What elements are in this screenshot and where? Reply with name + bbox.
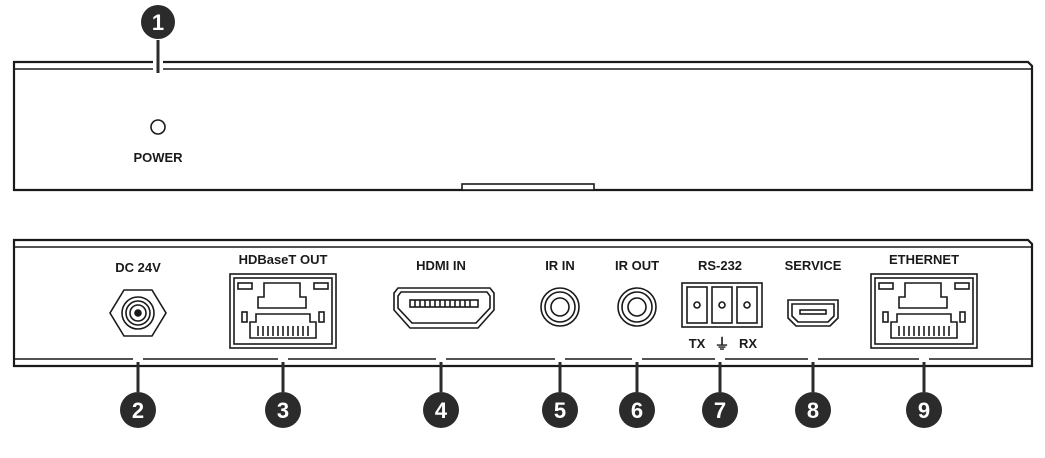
callout-6: 6 (619, 392, 655, 428)
port-label-ir-out: IR OUT (615, 258, 659, 273)
port-label-rs232: RS-232 (698, 258, 742, 273)
callout-number: 2 (132, 398, 144, 423)
front-panel: 1 POWER (12, 5, 1034, 192)
power-led-icon (150, 119, 166, 135)
rj45-port-icon (229, 273, 337, 349)
callout-number: 8 (807, 398, 819, 423)
callout-leaders (133, 356, 929, 392)
port-label-ethernet: ETHERNET (889, 252, 959, 267)
callout-number: 3 (277, 398, 289, 423)
ground-symbol-icon: ⏚ (714, 336, 729, 353)
callout-number: 7 (714, 398, 726, 423)
hdmi-port-icon (393, 287, 495, 329)
rs232-tx-label: TX (689, 336, 706, 351)
port-label-dc: DC 24V (115, 260, 161, 275)
callout-number: 4 (435, 398, 448, 423)
callout-1: 1 (141, 5, 175, 39)
ir-out-jack-icon (617, 287, 657, 327)
power-label: POWER (133, 150, 183, 165)
callout-7: 7 (702, 392, 738, 428)
ethernet-rj45-port-icon (870, 273, 978, 349)
terminal-block-icon (681, 282, 763, 328)
port-label-service: SERVICE (785, 258, 842, 273)
port-label-hdmi: HDMI IN (416, 258, 466, 273)
callout-number: 5 (554, 398, 566, 423)
callout-5: 5 (542, 392, 578, 428)
callout-number: 1 (152, 10, 164, 35)
dc-power-jack-icon (109, 289, 167, 337)
callout-8: 8 (795, 392, 831, 428)
callout-2: 2 (120, 392, 156, 428)
port-label-ir-in: IR IN (545, 258, 575, 273)
rs232-rx-label: RX (739, 336, 757, 351)
callout-4: 4 (423, 392, 459, 428)
callout-number: 6 (631, 398, 643, 423)
callout-number: 9 (918, 398, 930, 423)
callout-3: 3 (265, 392, 301, 428)
mini-usb-port-icon (787, 299, 839, 327)
port-label-hdbaset: HDBaseT OUT (239, 252, 328, 267)
ir-in-jack-icon (540, 287, 580, 327)
callout-9: 9 (906, 392, 942, 428)
